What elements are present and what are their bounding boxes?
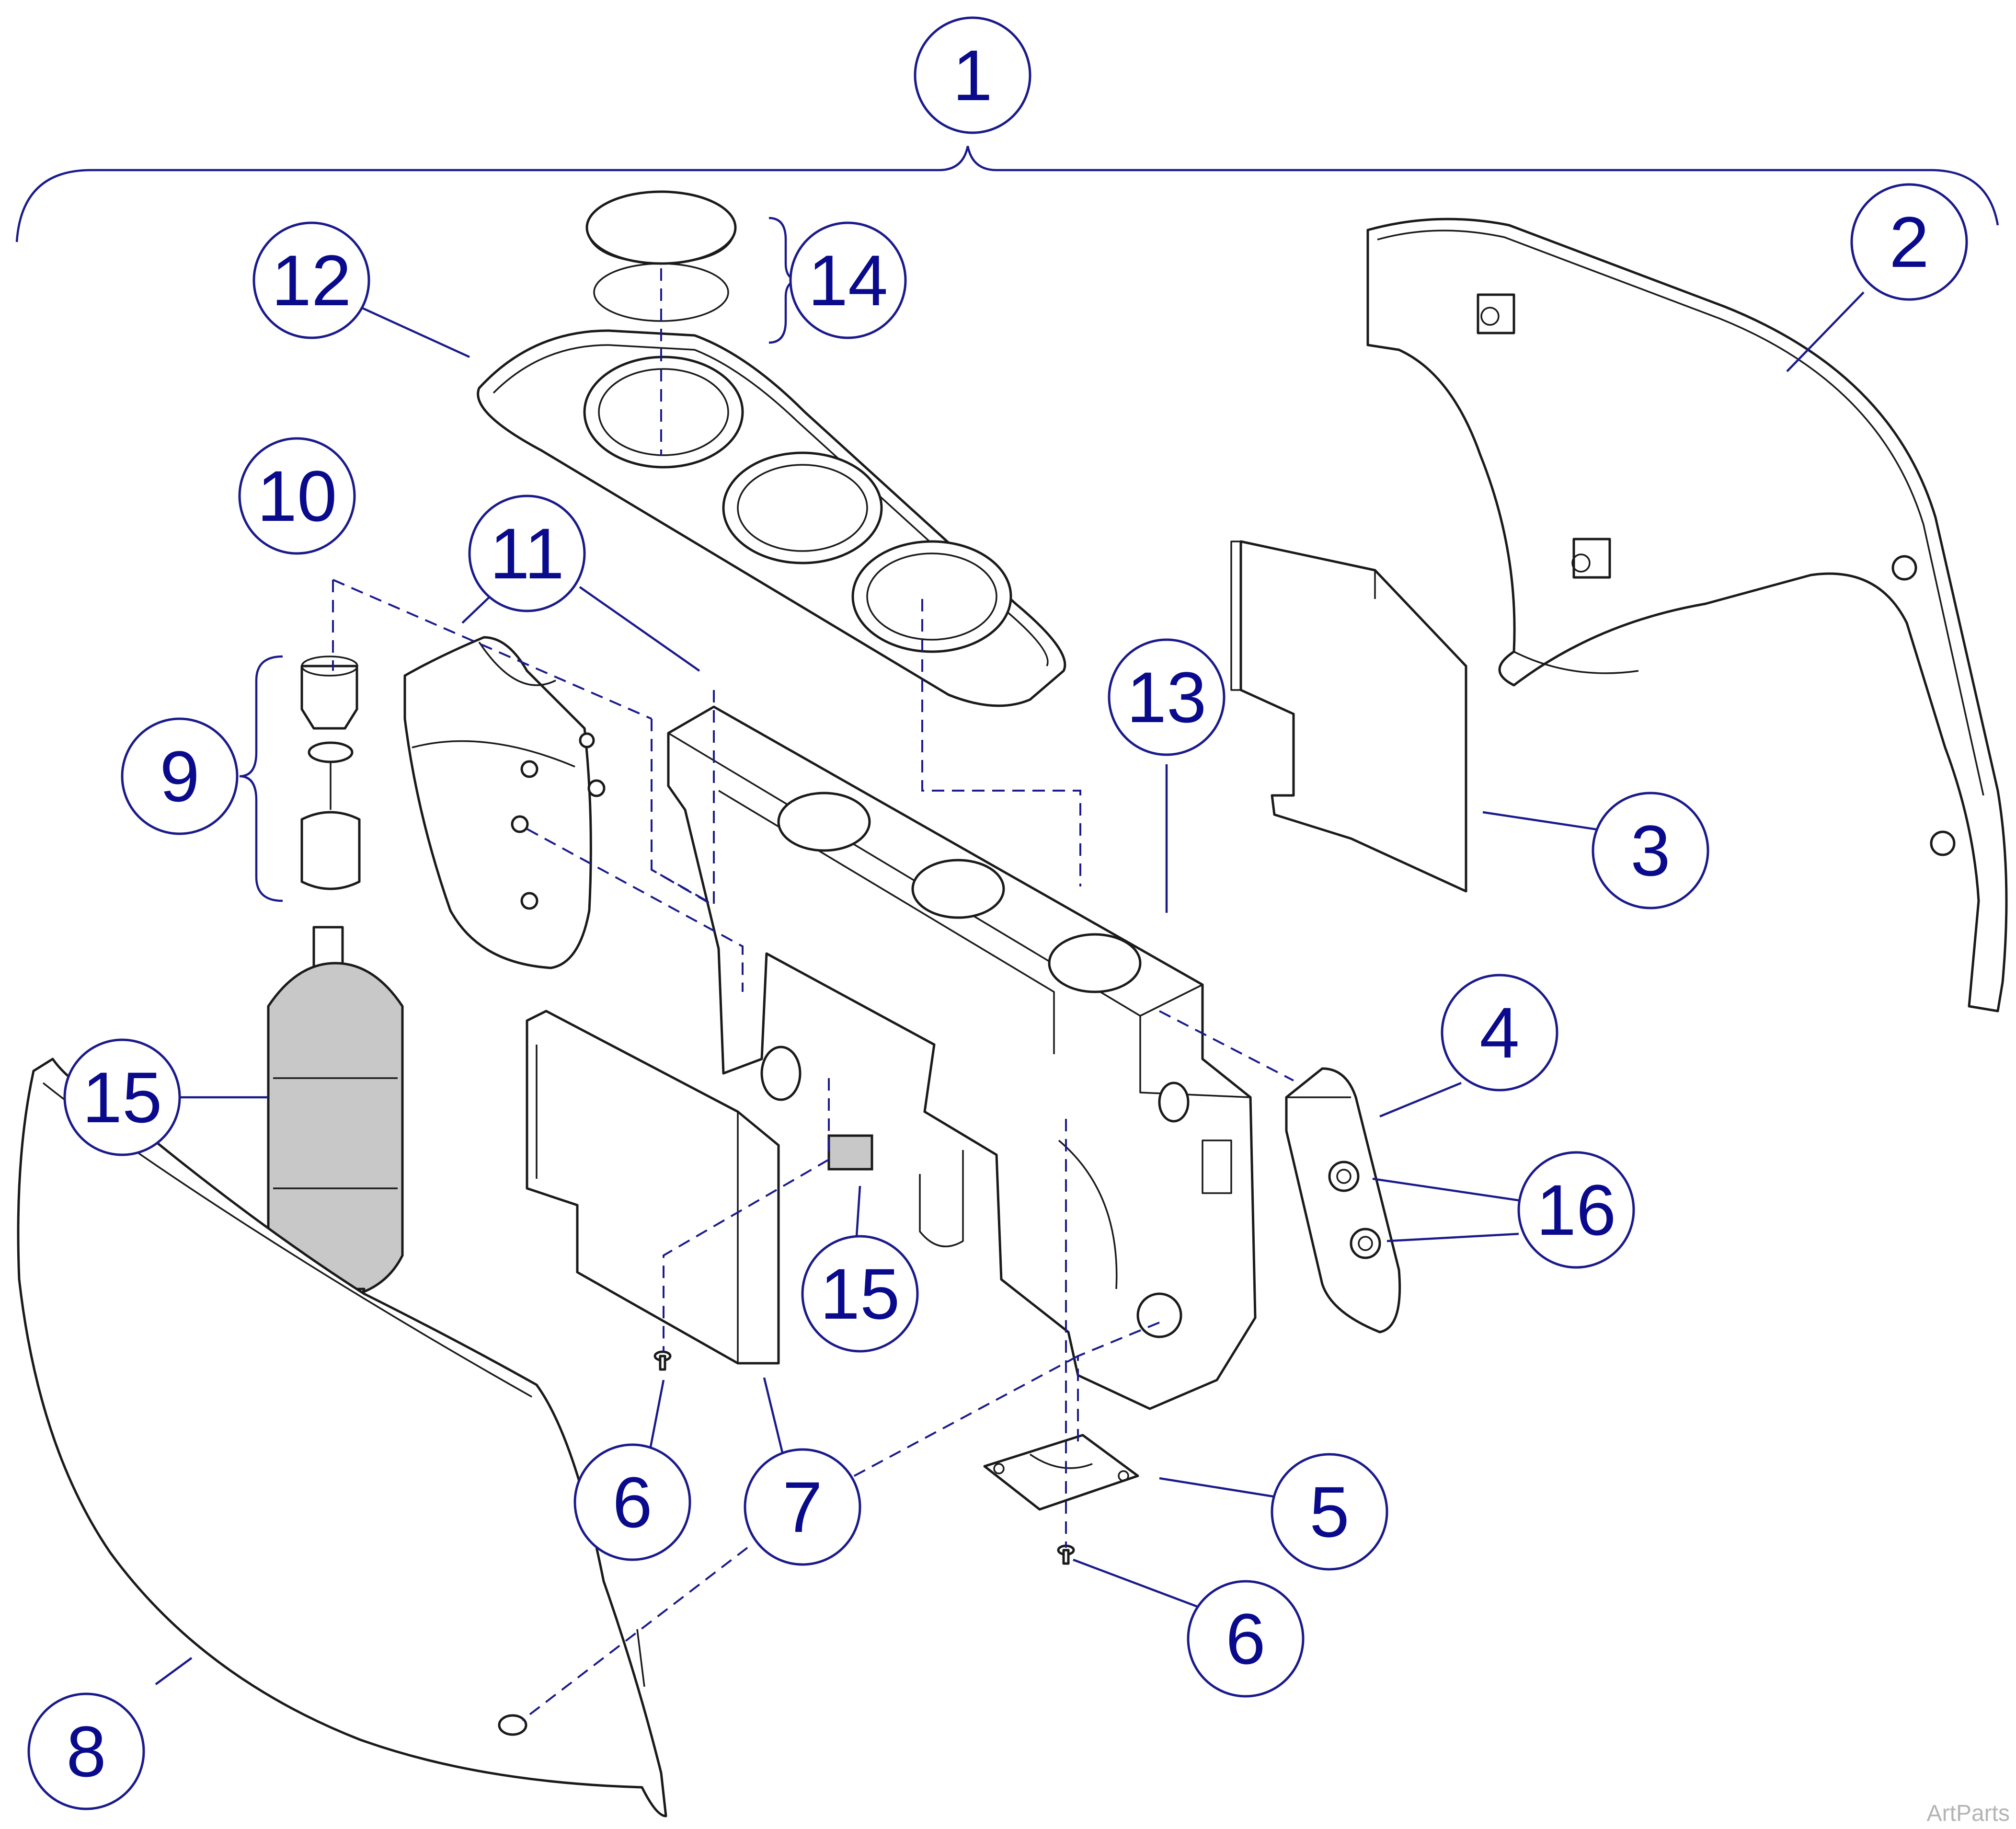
callout-6a: 6 bbox=[573, 1443, 691, 1561]
svg-text:6: 6 bbox=[1226, 1599, 1265, 1679]
svg-text:9: 9 bbox=[160, 736, 199, 817]
callout-1: 1 bbox=[914, 16, 1031, 134]
svg-text:5: 5 bbox=[1309, 1472, 1349, 1552]
assembly-brace bbox=[15, 146, 1999, 242]
main-frame bbox=[667, 705, 1257, 1410]
callout-5: 5 bbox=[1271, 1453, 1388, 1571]
svg-text:8: 8 bbox=[66, 1711, 106, 1792]
callout-7: 7 bbox=[744, 1448, 861, 1566]
credit-text: ArtParts bbox=[1927, 1801, 2010, 1826]
shield-plate bbox=[1230, 540, 1467, 893]
svg-text:2: 2 bbox=[1889, 202, 1929, 282]
svg-text:16: 16 bbox=[1536, 1170, 1616, 1250]
svg-text:3: 3 bbox=[1630, 810, 1670, 891]
end-bracket bbox=[1285, 1067, 1401, 1334]
svg-text:15: 15 bbox=[820, 1254, 900, 1334]
svg-text:12: 12 bbox=[272, 240, 352, 321]
svg-text:7: 7 bbox=[782, 1467, 822, 1547]
svg-text:10: 10 bbox=[257, 456, 337, 536]
screw-left bbox=[653, 1350, 672, 1371]
callout-10: 10 bbox=[238, 437, 356, 555]
front-cover bbox=[17, 1058, 667, 1817]
svg-text:4: 4 bbox=[1479, 992, 1519, 1073]
callout-14: 14 bbox=[789, 221, 907, 339]
assembly-lines bbox=[332, 268, 1294, 1721]
side-cover-right bbox=[1366, 218, 2008, 1012]
callout-12: 12 bbox=[252, 221, 370, 339]
callout-8: 8 bbox=[27, 1692, 145, 1810]
svg-text:1: 1 bbox=[952, 35, 992, 115]
callout-4: 4 bbox=[1441, 974, 1558, 1092]
callout-13: 13 bbox=[1108, 638, 1226, 756]
svg-text:14: 14 bbox=[808, 240, 888, 321]
callout-15b: 15 bbox=[801, 1235, 919, 1353]
bracket-9 bbox=[239, 655, 283, 902]
inner-panel bbox=[526, 1010, 780, 1365]
callout-2: 2 bbox=[1850, 183, 1968, 301]
svg-text:6: 6 bbox=[612, 1462, 652, 1542]
callout-16: 16 bbox=[1517, 1151, 1635, 1269]
svg-text:15: 15 bbox=[82, 1057, 162, 1138]
svg-text:13: 13 bbox=[1127, 657, 1207, 737]
top-cover bbox=[477, 329, 1066, 707]
callout-3: 3 bbox=[1592, 792, 1709, 909]
callout-15a: 15 bbox=[63, 1038, 181, 1156]
screw-bottom bbox=[1057, 1544, 1075, 1565]
callout-6b: 6 bbox=[1187, 1580, 1305, 1698]
callout-11: 11 bbox=[468, 495, 586, 612]
svg-text:11: 11 bbox=[490, 513, 564, 594]
mounting-plate bbox=[983, 1434, 1139, 1511]
side-bracket bbox=[403, 636, 606, 969]
cap-and-gasket bbox=[585, 190, 737, 322]
valve-cartridge bbox=[300, 656, 361, 890]
callout-9: 9 bbox=[121, 717, 239, 835]
